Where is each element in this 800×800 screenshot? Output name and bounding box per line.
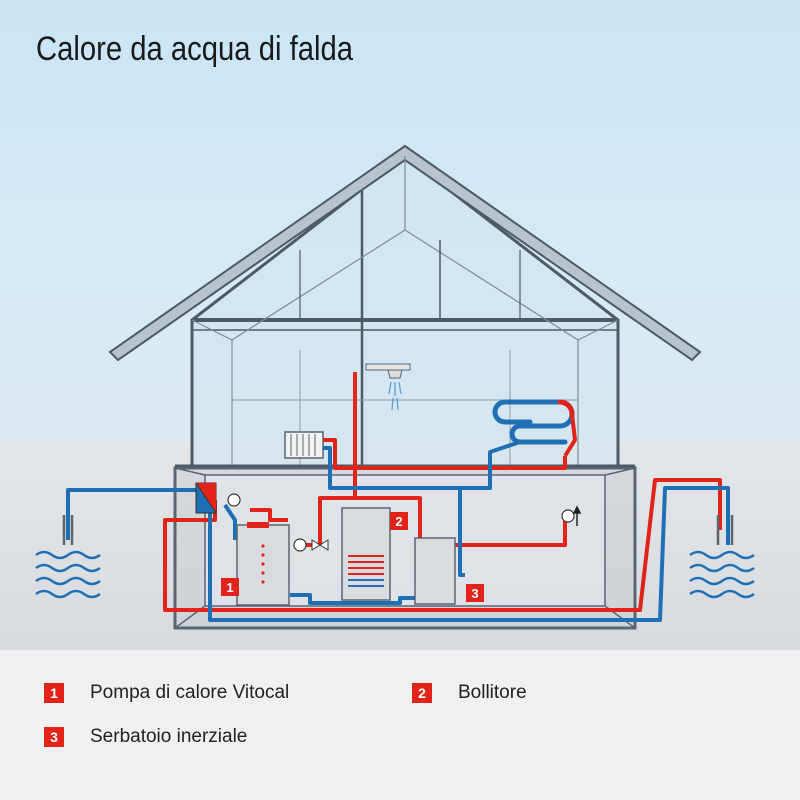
legend-label-tank: Bollitore — [458, 682, 527, 703]
legend-number-2: 2 — [412, 683, 432, 703]
house-frame — [108, 144, 702, 468]
legend-item-buffer: 3 Serbatoio inerziale — [44, 726, 247, 748]
buffer-tank — [414, 537, 456, 605]
svg-text:1: 1 — [226, 580, 233, 595]
legend-label-heat-pump: Pompa di calore Vitocal — [90, 682, 290, 703]
flow-arrow-icon — [572, 505, 582, 526]
legend-label-buffer: Serbatoio inerziale — [90, 726, 248, 747]
radiator — [284, 431, 324, 459]
legend-number-3: 3 — [44, 727, 64, 747]
marker-1: 1 — [221, 578, 239, 596]
shower-head-icon — [365, 363, 411, 411]
heat-exchanger — [195, 482, 217, 514]
groundwater-heat-pump-diagram: 1 2 3 — [35, 144, 755, 630]
underfloor-heating-coil — [492, 399, 575, 445]
legend-item-tank: 2 Bollitore — [412, 682, 527, 704]
pump-icon — [227, 493, 575, 552]
return-well — [689, 515, 755, 599]
hot-water-tank — [341, 507, 391, 601]
legend-background — [0, 650, 800, 800]
svg-text:2: 2 — [395, 514, 402, 529]
legend-number-1: 1 — [44, 683, 64, 703]
svg-text:3: 3 — [471, 586, 478, 601]
heat-pump-unit — [236, 522, 290, 606]
marker-3: 3 — [466, 584, 484, 602]
page-title: Calore da acqua di falda — [36, 30, 353, 68]
marker-2: 2 — [390, 512, 408, 530]
valve-icon — [311, 539, 329, 551]
piping — [66, 372, 730, 622]
legend-item-heat-pump: 1 Pompa di calore Vitocal — [44, 682, 289, 704]
supply-well — [35, 515, 101, 599]
